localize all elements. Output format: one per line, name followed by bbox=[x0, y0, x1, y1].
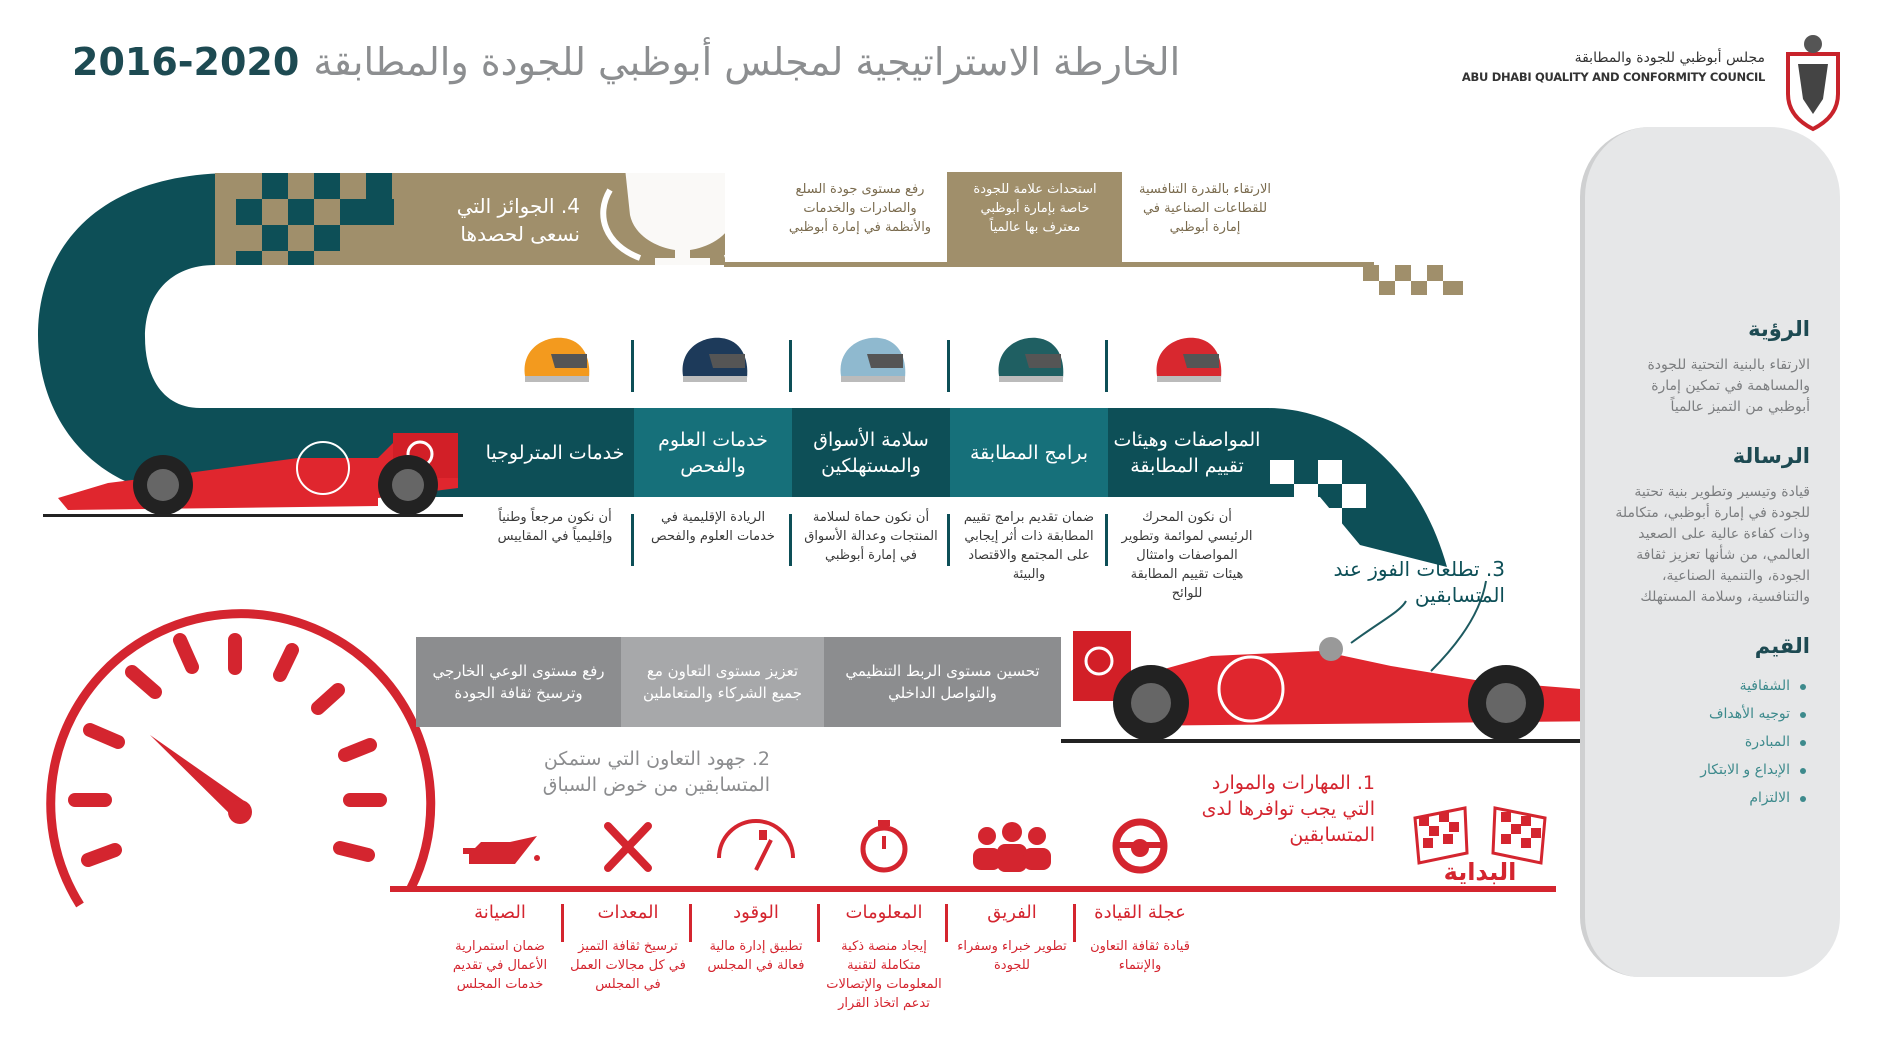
prize-box-highlight bbox=[947, 172, 1122, 265]
checkered-flags-icon bbox=[1413, 806, 1547, 865]
team-icon bbox=[948, 818, 1076, 874]
race-car-left bbox=[43, 433, 463, 517]
skills-icons bbox=[436, 818, 1204, 874]
aspiration-name: خدمات المترلوجيا bbox=[476, 408, 634, 497]
skill-desc: قيادة ثقافة التعاون والإنتماء bbox=[1090, 939, 1190, 973]
helmet-icon bbox=[950, 332, 1108, 392]
title-text: الخارطة الاستراتيجية لمجلس أبوظبي للجودة… bbox=[313, 40, 1181, 84]
value-item: المبادرة bbox=[1611, 728, 1806, 756]
aspirations-descriptions: أن نكون المحرك الرئيسي لموائمة وتطوير ال… bbox=[476, 508, 1266, 603]
aspiration-desc: الريادة الإقليمية في خدمات العلوم والفحص bbox=[634, 508, 792, 603]
skill-item: الصيانة ضمان استمرارية الأعمال في تقديم خ… bbox=[436, 902, 564, 1013]
values-list: الشفافية توجيه الأهداف المبادرة الإبداع … bbox=[1611, 672, 1810, 812]
logo-arabic-name: مجلس أبوظبي للجودة والمطابقة bbox=[1574, 50, 1765, 66]
cooperation-title: 2. جهود التعاون التي ستمكن المتسابقين من… bbox=[542, 748, 770, 796]
skill-desc: ضمان استمرارية الأعمال في تقديم خدمات ال… bbox=[452, 939, 548, 992]
oil-can-icon bbox=[436, 818, 564, 874]
value-item: الإبداع و الابتكار bbox=[1611, 756, 1806, 784]
skill-item: عجلة القيادة قيادة ثقافة التعاون والإنتما… bbox=[1076, 902, 1204, 1013]
fuel-gauge-icon bbox=[692, 818, 820, 874]
mission-title: الرسالة bbox=[1732, 444, 1810, 468]
skills-list: عجلة القيادة قيادة ثقافة التعاون والإنتما… bbox=[436, 902, 1204, 1013]
cooperation-band: تحسين مستوى الربط التنظيمي والتواصل الدا… bbox=[416, 637, 1061, 727]
skill-desc: تطوير خبراء وسفراء للجودة bbox=[957, 939, 1067, 973]
aspiration-desc: ضمان تقديم برامج تقييم المطابقة ذات أثر … bbox=[950, 508, 1108, 603]
gold-track-line bbox=[724, 262, 1374, 267]
aspiration-desc: أن نكون المحرك الرئيسي لموائمة وتطوير ال… bbox=[1121, 510, 1253, 601]
prize-item: رفع مستوى جودة السلع والصادرات والخدمات … bbox=[788, 182, 932, 235]
helmets-row bbox=[476, 332, 1266, 392]
helmet-icon bbox=[792, 332, 950, 392]
skill-label: عجلة القيادة bbox=[1094, 902, 1186, 923]
skill-item: الوقود تطبيق إدارة مالية فعالة في المجلس bbox=[692, 902, 820, 1013]
checker-flag-top-left bbox=[236, 173, 394, 265]
skills-title: 1. المهارات والموارد التي يجب توافرها لد… bbox=[1201, 772, 1375, 846]
skill-desc: ترسيخ ثقافة التميز في كل مجالات العمل في… bbox=[570, 939, 686, 992]
helmet-icon bbox=[1108, 332, 1266, 392]
vision-text: الارتقاء بالبنية التحتية للجودة والمساهم… bbox=[1647, 357, 1810, 415]
stopwatch-icon bbox=[820, 818, 948, 874]
prize-item: الارتقاء بالقدرة التنافسية للقطاعات الصن… bbox=[1139, 182, 1271, 235]
title-years: 2020-2016 bbox=[72, 40, 300, 84]
checker-flag-mid-right bbox=[1270, 460, 1366, 532]
prizes-title: 4. الجوائز التي نسعى لحصدها bbox=[456, 194, 580, 246]
skill-label: الفريق bbox=[987, 902, 1037, 923]
aspiration-name: برامج المطابقة bbox=[950, 408, 1108, 497]
cooperation-item: رفع مستوى الوعي الخارجي وترسيخ ثقافة الج… bbox=[416, 637, 621, 727]
skill-desc: إيجاد منصة ذكية متكاملة لتقنية المعلومات… bbox=[826, 939, 942, 1011]
helmet-icon bbox=[476, 332, 634, 392]
prize-item: استحداث علامة للجودة خاصة بإمارة أبوظبي … bbox=[973, 182, 1097, 235]
value-item: الالتزام bbox=[1611, 784, 1806, 812]
vision-title: الرؤية bbox=[1748, 317, 1810, 341]
trophy-icon bbox=[600, 168, 765, 265]
aspiration-name: خدمات العلوم والفحص bbox=[634, 408, 792, 497]
skill-label: الوقود bbox=[733, 902, 779, 923]
aspirations-title: 3. تطلعات الفوز عند المتسابقين bbox=[1333, 557, 1505, 607]
skill-label: المعدات bbox=[597, 902, 659, 923]
tools-icon bbox=[564, 818, 692, 874]
aspiration-desc: أن نكون حماة لسلامة المنتجات وعدالة الأس… bbox=[792, 508, 950, 603]
race-car-right bbox=[1061, 580, 1641, 743]
aspirations-band: المواصفات وهيئات تقييم المطابقة برامج ال… bbox=[476, 408, 1266, 497]
logo-english-name: ABU DHABI QUALITY AND CONFORMITY COUNCIL bbox=[1461, 70, 1765, 84]
skill-label: الصيانة bbox=[474, 902, 526, 923]
value-item: توجيه الأهداف bbox=[1611, 700, 1806, 728]
sidebar-panel: الرؤية الارتقاء بالبنية التحتية للجودة و… bbox=[1580, 127, 1840, 977]
start-line bbox=[390, 886, 1556, 892]
checker-flag-top-right bbox=[1363, 265, 1463, 295]
value-item: الشفافية bbox=[1611, 672, 1806, 700]
skill-item: المعلومات إيجاد منصة ذكية متكاملة لتقنية … bbox=[820, 902, 948, 1013]
mission-text: قيادة وتيسير وتطوير بنية تحتية للجودة في… bbox=[1615, 484, 1810, 605]
values-title: القيم bbox=[1754, 634, 1810, 658]
aspiration-desc: أن نكون مرجعاً وطنياً وإقليمياً في المقا… bbox=[476, 508, 634, 603]
skill-desc: تطبيق إدارة مالية فعالة في المجلس bbox=[707, 939, 805, 973]
speedometer-icon bbox=[46, 609, 436, 908]
helmet-icon bbox=[634, 332, 792, 392]
steering-wheel-icon bbox=[1076, 818, 1204, 874]
skill-label: المعلومات bbox=[845, 902, 923, 923]
cooperation-item: تعزيز مستوى التعاون مع جميع الشركاء والم… bbox=[621, 637, 824, 727]
start-label: البداية bbox=[1443, 858, 1517, 886]
council-crest-logo bbox=[1786, 35, 1840, 132]
skill-item: المعدات ترسيخ ثقافة التميز في كل مجالات ا… bbox=[564, 902, 692, 1013]
aspiration-name: المواصفات وهيئات تقييم المطابقة bbox=[1108, 408, 1266, 497]
cooperation-item: تحسين مستوى الربط التنظيمي والتواصل الدا… bbox=[824, 637, 1061, 727]
skill-item: الفريق تطوير خبراء وسفراء للجودة bbox=[948, 902, 1076, 1013]
aspiration-name: سلامة الأسواق والمستهلكين bbox=[792, 408, 950, 497]
page-title: الخارطة الاستراتيجية لمجلس أبوظبي للجودة… bbox=[72, 40, 1292, 84]
